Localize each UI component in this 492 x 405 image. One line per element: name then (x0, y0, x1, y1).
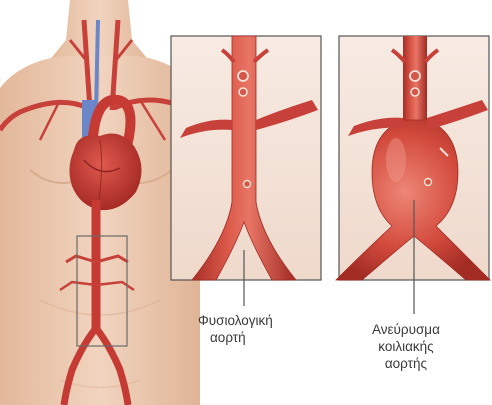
caption-aneurysm-line2: κοιλιακής (372, 338, 440, 355)
panel-aneurysm (336, 36, 490, 314)
caption-aneurysm-line3: αορτής (372, 355, 440, 372)
caption-aneurysm-line1: Ανεύρυσμα (372, 321, 440, 338)
panel-normal-aorta (171, 36, 321, 306)
torso-figure (0, 0, 200, 405)
caption-normal-line1: Φυσιολογική (198, 313, 273, 328)
caption-normal-line2: αορτή (198, 329, 273, 346)
caption-normal-aorta: Φυσιολογική αορτή (198, 312, 273, 346)
caption-aneurysm: Ανεύρυσμα κοιλιακής αορτής (372, 321, 440, 372)
